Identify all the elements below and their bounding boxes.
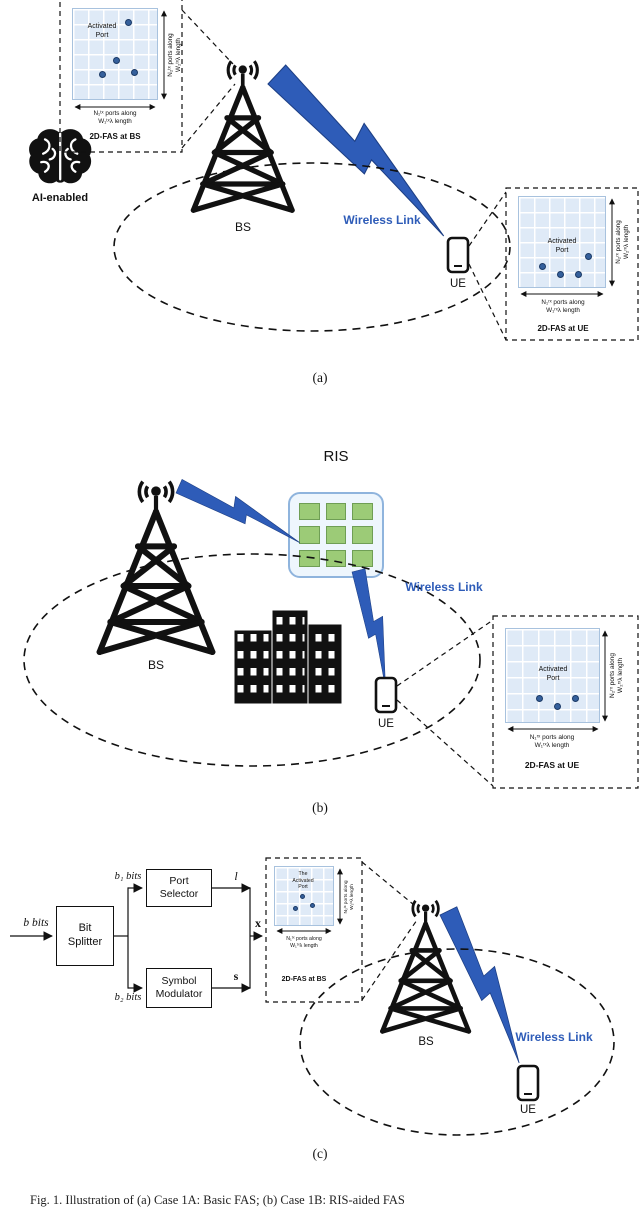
ris-element: [299, 549, 320, 567]
fas-horizontal-dim-label: N₁ʳˣ ports along W₁ʳˣλ length: [541, 299, 585, 315]
wireless-link-label: Wireless Link: [343, 213, 421, 227]
activated-port-label: The Activated Port: [292, 871, 314, 890]
port-dot: [310, 903, 315, 908]
bs-label: BS: [147, 658, 164, 672]
bs-label: BS: [418, 1036, 434, 1048]
wireless-link-label: Wireless Link: [405, 580, 483, 594]
l-output-label: l: [234, 869, 238, 883]
activated-port-label: Activated Port: [538, 666, 568, 682]
port-dot: [536, 695, 543, 702]
ai-enabled-label: AI-enabled: [31, 192, 89, 204]
ris-element: [299, 526, 320, 544]
bit-splitter-box: Bit Splitter: [56, 906, 114, 966]
fas-horizontal-dim-label: N₁ᵗˣ ports along W₁ᵗˣλ length: [286, 936, 322, 949]
fas-vertical-dim-label: N₂ʳˣ ports along W₂ʳˣλ length: [609, 653, 625, 698]
fas-panel-title: 2D-FAS at UE: [524, 760, 580, 770]
ue-label: UE: [450, 278, 466, 290]
port-selector-box: Port Selector: [146, 869, 212, 907]
bs-tower-icon: [100, 482, 213, 652]
x-output-label: x: [255, 916, 261, 930]
fas-panel-title: 2D-FAS at BS: [89, 132, 141, 141]
fas-vertical-dim-label: N₂ᵗˣ ports along W₂ᵗˣλ length: [167, 33, 183, 77]
zoom-connector-line: [396, 619, 494, 787]
fas-horizontal-dim-label: N₁ᵗˣ ports along W₁ᵗˣλ length: [93, 110, 137, 126]
port-dot: [557, 271, 564, 278]
port-dot: [293, 906, 298, 911]
ue-phone-icon: [446, 236, 470, 274]
ue-phone-icon: [374, 676, 398, 714]
bs-tower-icon: [382, 901, 468, 1032]
buildings-icon: [234, 610, 342, 704]
port-dot: [113, 57, 120, 64]
activated-port-label: Activated Port: [547, 238, 577, 254]
ris-panel: [288, 492, 384, 578]
ris-element: [325, 549, 347, 567]
fas-horizontal-dim-label: N₁ʳˣ ports along W₁ʳˣλ length: [529, 734, 575, 750]
b1-bits-label: b₁ bits: [114, 871, 142, 882]
ue-label: UE: [378, 718, 394, 730]
ris-label: RIS: [323, 448, 349, 465]
subfigure-tag-c: (c): [312, 1146, 328, 1161]
fas-vertical-dim-label: N₂ᵗˣ ports along W₂ᵗˣλ length: [344, 880, 356, 914]
fas-vertical-dim-label: N₂ʳˣ ports along W₂ʳˣλ length: [615, 220, 631, 264]
ue-label: UE: [520, 1104, 536, 1116]
lightning-bolt-icon: [351, 567, 400, 690]
port-dot: [575, 271, 582, 278]
port-dot: [99, 71, 106, 78]
port-dot: [131, 69, 138, 76]
subfigure-tag-b: (b): [312, 800, 328, 815]
bs-label: BS: [234, 220, 251, 234]
ris-element: [352, 549, 373, 567]
port-dot: [539, 263, 546, 270]
s-output-label: s: [233, 969, 239, 983]
lightning-bolt-icon: [175, 473, 307, 548]
fas-panel-title: 2D-FAS at UE: [537, 324, 589, 333]
figure-caption: Fig. 1. Illustration of (a) Case 1A: Bas…: [30, 1193, 405, 1207]
ue-phone-icon: [516, 1064, 540, 1102]
bs-tower-icon: [193, 61, 292, 210]
b-bits-label: b bits: [23, 917, 49, 929]
port-dot: [572, 695, 579, 702]
fas-grid-a-bs: [72, 8, 158, 100]
wireless-link-label: Wireless Link: [515, 1030, 593, 1044]
ris-element: [299, 503, 320, 521]
activated-port-label: Activated Port: [87, 23, 117, 39]
fas-panel-title: 2D-FAS at BS: [281, 976, 327, 983]
zoom-connector-line: [361, 861, 418, 1001]
ris-element: [352, 526, 373, 544]
port-dot: [300, 894, 305, 899]
b2-bits-label: b₂ bits: [114, 992, 142, 1003]
coverage-ellipse: [113, 162, 511, 332]
symbol-modulator-box: Symbol Modulator: [146, 968, 212, 1008]
block-diagram-wire: [10, 883, 263, 993]
port-dot: [554, 703, 561, 710]
ris-element: [325, 526, 347, 544]
zoom-connector-line: [181, 9, 507, 341]
ris-element: [325, 503, 347, 521]
ris-element: [352, 503, 373, 521]
subfigure-tag-a: (a): [312, 370, 328, 385]
